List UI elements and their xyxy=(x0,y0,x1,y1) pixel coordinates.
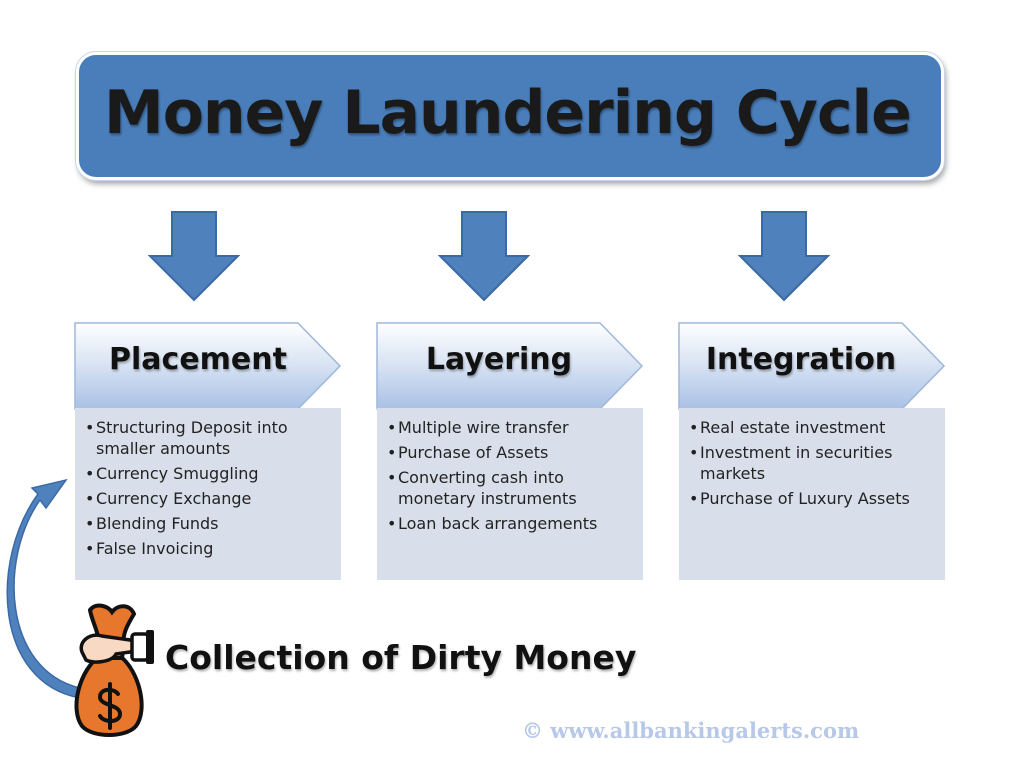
item-list: Structuring Deposit into smaller amounts… xyxy=(85,417,333,559)
stage-label: Layering xyxy=(425,342,573,377)
stage-header-placement xyxy=(74,322,342,410)
stage-label: Integration xyxy=(705,342,897,377)
item-list: Real estate investment Investment in sec… xyxy=(689,417,937,509)
down-arrow-icon xyxy=(148,211,240,302)
list-item: False Invoicing xyxy=(85,538,333,559)
stage-details-layering: Multiple wire transfer Purchase of Asset… xyxy=(377,408,643,580)
list-item: Multiple wire transfer xyxy=(387,417,635,438)
hand-icon xyxy=(79,630,154,664)
stage-header-integration xyxy=(678,322,946,410)
collection-label: Collection of Dirty Money xyxy=(165,638,637,677)
list-item: Purchase of Luxury Assets xyxy=(689,488,937,509)
list-item: Currency Exchange xyxy=(85,488,333,509)
stage-label: Placement xyxy=(109,342,287,377)
list-item: Converting cash into monetary instrument… xyxy=(387,467,635,509)
money-bag-icon xyxy=(74,603,154,737)
item-list: Multiple wire transfer Purchase of Asset… xyxy=(387,417,635,534)
list-item: Purchase of Assets xyxy=(387,442,635,463)
list-item: Real estate investment xyxy=(689,417,937,438)
down-arrow-icon xyxy=(438,211,530,302)
list-item: Loan back arrangements xyxy=(387,513,635,534)
down-arrow-icon xyxy=(738,211,830,302)
stage-header-layering xyxy=(376,322,644,410)
dollar-sign-icon xyxy=(97,682,123,730)
list-item: Blending Funds xyxy=(85,513,333,534)
list-item: Investment in securities markets xyxy=(689,442,937,484)
stage-details-integration: Real estate investment Investment in sec… xyxy=(679,408,945,580)
watermark: © www.allbankingalerts.com xyxy=(522,718,860,743)
list-item: Currency Smuggling xyxy=(85,463,333,484)
curved-arrow-icon xyxy=(6,478,81,699)
stage-details-placement: Structuring Deposit into smaller amounts… xyxy=(75,408,341,580)
list-item: Structuring Deposit into smaller amounts xyxy=(85,417,333,459)
title-banner xyxy=(76,52,944,180)
diagram-title: Money Laundering Cycle xyxy=(104,78,912,148)
